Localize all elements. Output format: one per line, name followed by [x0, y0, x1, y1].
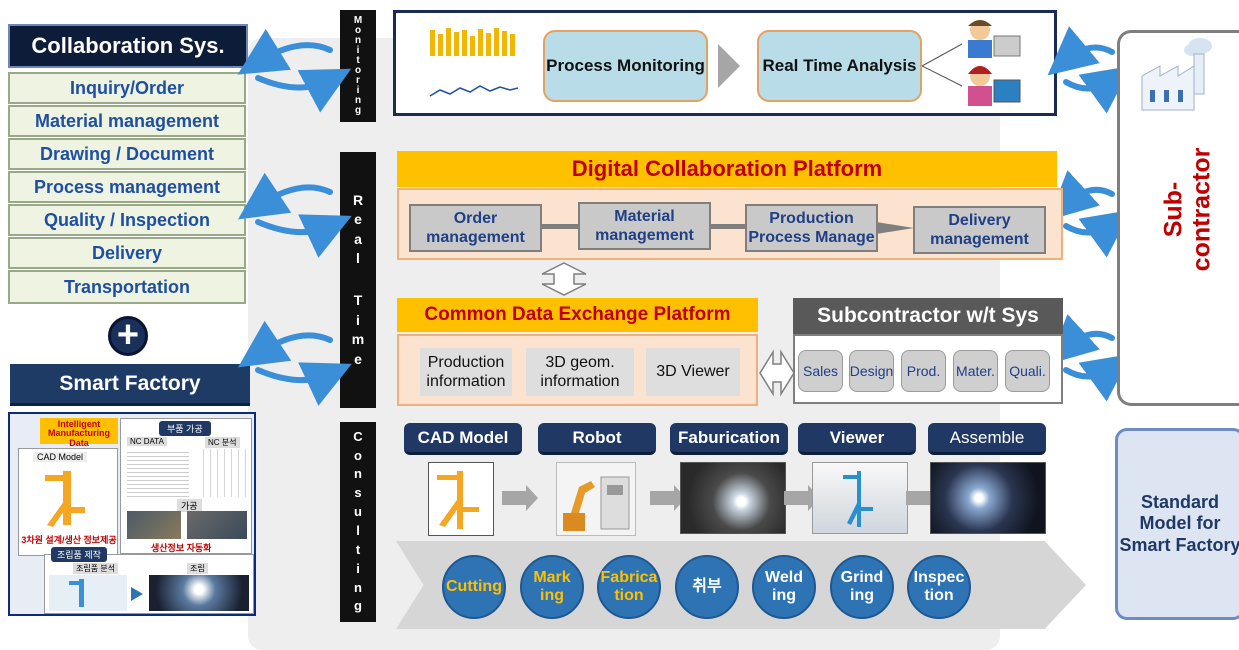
- nc-split-label: NC 분석: [205, 437, 240, 448]
- process-monitoring-box: Process Monitoring: [543, 30, 708, 102]
- marking-circle: Mark ing: [520, 555, 584, 619]
- productivity-chart-thumbnail: [416, 16, 526, 108]
- fabrication-circle: Fabrica tion: [597, 555, 661, 619]
- cad-model-step: CAD Model: [404, 423, 522, 455]
- connector-line: [708, 224, 748, 229]
- assemble-photo: [930, 462, 1046, 534]
- arrow-right-icon: [876, 222, 914, 234]
- chevron-right-icon: [718, 44, 740, 88]
- collaboration-title: Collaboration Sys.: [8, 24, 248, 68]
- machining-label: 가공: [177, 499, 202, 512]
- leftright-arrow-icon: [759, 349, 795, 397]
- cad-model-thumbnail: [428, 462, 494, 536]
- inspection-circle: Inspec tion: [907, 555, 971, 619]
- machining-panel: 부품 가공 NC DATA NC 분석 가공 생산정보 자동화: [120, 418, 252, 554]
- plus-icon: +: [108, 316, 148, 356]
- nc-code-image: [127, 449, 189, 497]
- connector-line: [540, 224, 580, 229]
- assemble-step: Assemble: [928, 423, 1046, 455]
- geom-info-box: 3D geom. information: [526, 348, 634, 396]
- parts-header: 부품 가공: [159, 421, 211, 436]
- mater-item: Mater.: [953, 350, 998, 392]
- fitting-circle: 취부: [675, 555, 739, 619]
- order-management-box: Order management: [409, 204, 542, 252]
- robot-step: Robot: [538, 423, 656, 455]
- delivery-management-box: Delivery management: [913, 206, 1046, 254]
- process-chevron: [396, 541, 1086, 629]
- fabrication-photo: [680, 462, 786, 534]
- collab-item-transportation: Transportation: [8, 270, 246, 304]
- collab-item-process: Process management: [8, 171, 246, 203]
- arrow-right-icon: [906, 485, 942, 511]
- machining-photo-2: [187, 511, 247, 539]
- arrow-right-icon: [131, 587, 143, 601]
- factory-icon: [1141, 38, 1212, 111]
- nc-data-label: NC DATA: [127, 437, 167, 446]
- arrow-right-icon: [650, 485, 686, 511]
- updown-arrow-icon: [541, 262, 587, 296]
- assembly-model-image: [49, 575, 127, 611]
- material-management-box: Material management: [578, 202, 711, 250]
- dcp-title: Digital Collaboration Platform: [397, 151, 1057, 187]
- cad-model-image: [45, 471, 85, 527]
- assembly-panel: 조립품 제작 조립품 분석 조립: [44, 547, 254, 614]
- production-process-box: Production Process Manage: [745, 204, 878, 252]
- viewer-step: Viewer: [798, 423, 916, 455]
- fabrication-step: Faburication: [670, 423, 788, 455]
- auto-info-text: 생산정보 자동화: [151, 543, 212, 553]
- design-item: Design: [849, 350, 894, 392]
- cutting-circle: Cutting: [442, 555, 506, 619]
- machining-photo-1: [127, 511, 181, 539]
- collab-item-material: Material management: [8, 105, 246, 137]
- cdep-title: Common Data Exchange Platform: [397, 298, 758, 332]
- arrow-right-icon: [502, 485, 538, 511]
- assembly-header: 조립품 제작: [51, 547, 107, 562]
- smart-factory-title: Smart Factory: [10, 364, 250, 406]
- smart-factory-inset: Intelligent Manufacturing Data CAD Model…: [8, 412, 256, 616]
- arrow-right-icon: [784, 485, 820, 511]
- collab-item-drawing: Drawing / Document: [8, 138, 246, 170]
- viewer-thumbnail: [812, 462, 908, 534]
- subcontractor-label: Sub- contractor: [1159, 147, 1216, 272]
- prod-item: Prod.: [901, 350, 946, 392]
- welding-circle: Weld ing: [752, 555, 816, 619]
- collab-item-quality: Quality / Inspection: [8, 204, 246, 236]
- nc-table-image: [197, 449, 249, 497]
- standard-model-box: Standard Model for Smart Factory: [1115, 428, 1239, 620]
- quali-item: Quali.: [1005, 350, 1050, 392]
- collab-item-inquiry: Inquiry/Order: [8, 72, 246, 104]
- design-info-text: 3차원 설계/생산 정보제공: [21, 535, 117, 545]
- welding-photo: [149, 575, 249, 611]
- assembly-split-label: 조립품 분석: [73, 563, 119, 574]
- cad-panel: CAD Model 3차원 설계/생산 정보제공: [18, 448, 118, 556]
- subcontractor-sys-title: Subcontractor w/t Sys: [793, 298, 1063, 334]
- sales-item: Sales: [798, 350, 843, 392]
- operator-users-icon: [922, 20, 1021, 106]
- cad-model-label: CAD Model: [33, 452, 88, 462]
- viewer-box: 3D Viewer: [646, 348, 740, 396]
- collab-item-delivery: Delivery: [8, 237, 246, 269]
- robot-thumbnail: [556, 462, 636, 536]
- grinding-circle: Grind ing: [830, 555, 894, 619]
- assembly-label: 조립: [187, 563, 208, 574]
- intelligent-data-label: Intelligent Manufacturing Data: [40, 418, 118, 448]
- production-info-box: Production information: [420, 348, 512, 396]
- realtime-analysis-box: Real Time Analysis: [757, 30, 922, 102]
